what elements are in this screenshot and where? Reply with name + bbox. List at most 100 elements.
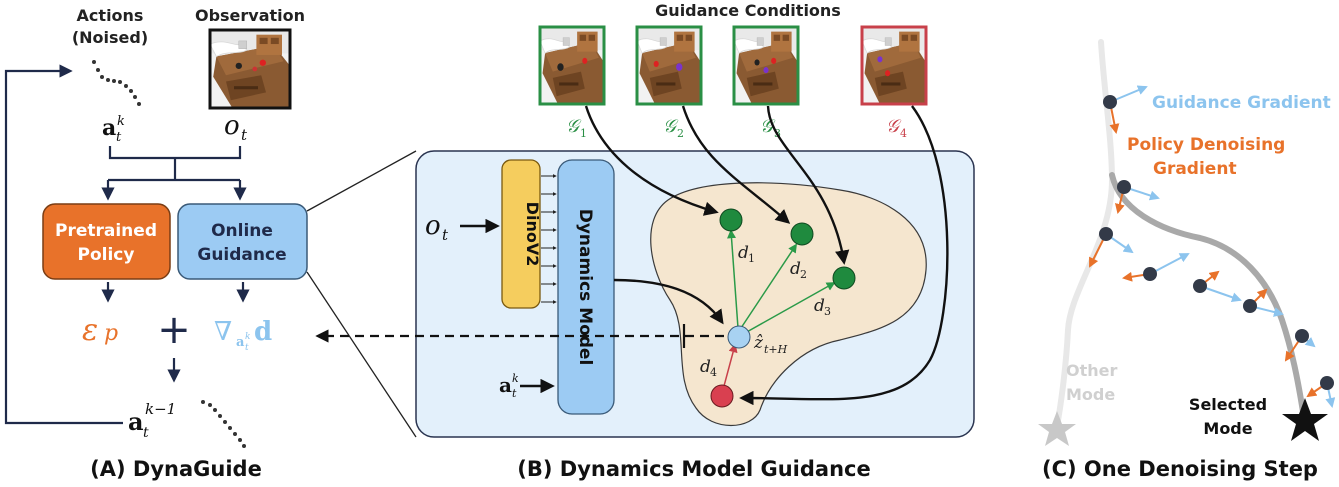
guidance-g1-image — [538, 25, 606, 106]
dinov2-label: DinoV2 — [523, 202, 542, 267]
guidance-conditions-title: Guidance Conditions — [655, 1, 841, 20]
label-g1: 𝒢 1 — [566, 116, 587, 140]
selected-mode-star-icon — [1282, 398, 1328, 441]
guidance-g4-image — [860, 25, 928, 106]
distance-line-d1 — [727, 229, 739, 329]
svg-text:𝒢: 𝒢 — [566, 116, 582, 137]
label-d1: d 1 — [738, 243, 755, 265]
panel-b: Guidance Conditions — [315, 1, 975, 481]
zoom-line-top — [306, 150, 417, 212]
label-d3: d 3 — [814, 296, 831, 318]
dynamics-label: Dynamics Model — [575, 209, 595, 366]
other-mode-star-icon — [1038, 411, 1076, 446]
pretrained-label-1: Pretrained — [55, 221, 157, 241]
svg-text:ẑ: ẑ — [753, 333, 764, 353]
actions-label-line1: Actions — [77, 6, 144, 25]
dynamics-to-latent-arrow — [613, 278, 724, 325]
svg-text:2: 2 — [800, 268, 807, 281]
panel-b-obs-var: o — [425, 211, 441, 241]
g1-embed-arrow — [584, 105, 719, 216]
g2-latent-node — [790, 222, 814, 246]
noised-actions-dots — [92, 60, 141, 106]
g3-embed-arrow — [766, 105, 850, 265]
feature-arrows — [541, 174, 557, 304]
other-mode-path — [1054, 39, 1116, 429]
distance-line-d3 — [744, 282, 836, 334]
g4-embed-arrow — [739, 105, 949, 406]
next-action-sub: t — [143, 425, 149, 441]
online-guidance-box: Online Guidance — [177, 203, 308, 280]
svg-text:1: 1 — [748, 252, 755, 265]
online-label-1: Online — [211, 221, 273, 241]
next-action-var: a — [128, 407, 144, 436]
grad-d: d — [254, 317, 272, 347]
pretrained-policy-box: Pretrained Policy — [42, 203, 171, 280]
selected-mode-label-2: Mode — [1203, 419, 1252, 438]
actions-label-line2: (Noised) — [72, 28, 148, 47]
caption-c: (C) One Denoising Step — [1042, 457, 1318, 481]
distance-line-d2 — [740, 243, 797, 329]
label-d2: d 2 — [790, 259, 807, 281]
policy-gradient-label-1: Policy Denoising — [1127, 135, 1285, 155]
label-z-hat: ẑ t+H — [753, 333, 788, 356]
plus-sign: + — [157, 307, 191, 353]
caption-a: (A) DynaGuide — [90, 457, 262, 481]
svg-text:d: d — [700, 357, 711, 377]
other-mode-label-2: Mode — [1066, 385, 1115, 404]
guidance-gradient-label: Guidance Gradient — [1152, 93, 1331, 113]
selected-mode-path — [1109, 172, 1307, 421]
panel-b-act-sub: t — [512, 387, 517, 400]
epsilon-sub: p — [104, 321, 118, 346]
other-mode-label-1: Other — [1066, 361, 1117, 380]
obs-var: o — [224, 111, 240, 141]
svg-text:d: d — [790, 259, 801, 279]
merge-connector — [108, 146, 242, 182]
panel-b-act-var: a — [499, 373, 512, 397]
svg-text:𝒢: 𝒢 — [886, 116, 902, 137]
panel-b-act-sup: k — [512, 372, 519, 385]
panel-b-obs-sub: t — [442, 226, 449, 244]
g2-embed-arrow — [681, 105, 791, 224]
svg-text:t+H: t+H — [764, 343, 788, 356]
selected-mode-label-1: Selected — [1189, 395, 1267, 414]
svg-text:𝒢: 𝒢 — [663, 116, 679, 137]
panel-c: Guidance Gradient Policy Denoising Gradi… — [1038, 39, 1336, 481]
action-var: a — [102, 115, 116, 141]
svg-text:4: 4 — [900, 127, 907, 140]
grad-sub: a — [236, 335, 245, 350]
guidance-g2-image — [635, 25, 703, 106]
epsilon-symbol: ε — [82, 313, 98, 348]
pretrained-label-2: Policy — [78, 245, 135, 265]
next-action-sup: k−1 — [145, 400, 176, 418]
predicted-latent-node — [727, 325, 751, 349]
svg-text:2: 2 — [677, 127, 684, 140]
dynamics-model-box: Dynamics Model — [557, 159, 615, 415]
label-d4: d 4 — [700, 357, 717, 379]
dinov2-box: DinoV2 — [501, 159, 542, 309]
caption-b: (B) Dynamics Model Guidance — [517, 457, 870, 481]
denoised-actions-dots — [201, 400, 246, 448]
label-g2: 𝒢 2 — [663, 116, 684, 140]
grad-sub-sub: t — [245, 343, 249, 353]
distance-line-d4 — [723, 343, 738, 387]
panel-a: Actions (Noised) Observation a k t o t — [4, 6, 308, 481]
latent-space-blob — [650, 182, 927, 427]
policy-gradient-label-2: Gradient — [1153, 159, 1237, 179]
action-sub: t — [116, 130, 122, 145]
g1-latent-node — [719, 208, 743, 232]
action-sup: k — [117, 114, 125, 129]
label-g4: 𝒢 4 — [886, 116, 907, 140]
denoising-points — [1099, 95, 1334, 390]
observation-label: Observation — [195, 6, 305, 25]
observation-image — [208, 28, 292, 110]
grad-sub-sup: k — [245, 332, 250, 342]
svg-text:1: 1 — [580, 127, 587, 140]
obs-sub: t — [241, 126, 248, 144]
svg-text:d: d — [738, 243, 749, 263]
grad-symbol: ∇ — [214, 317, 232, 347]
svg-text:3: 3 — [824, 305, 831, 318]
g3-latent-node — [832, 266, 856, 290]
svg-text:4: 4 — [710, 366, 717, 379]
svg-text:d: d — [814, 296, 825, 316]
